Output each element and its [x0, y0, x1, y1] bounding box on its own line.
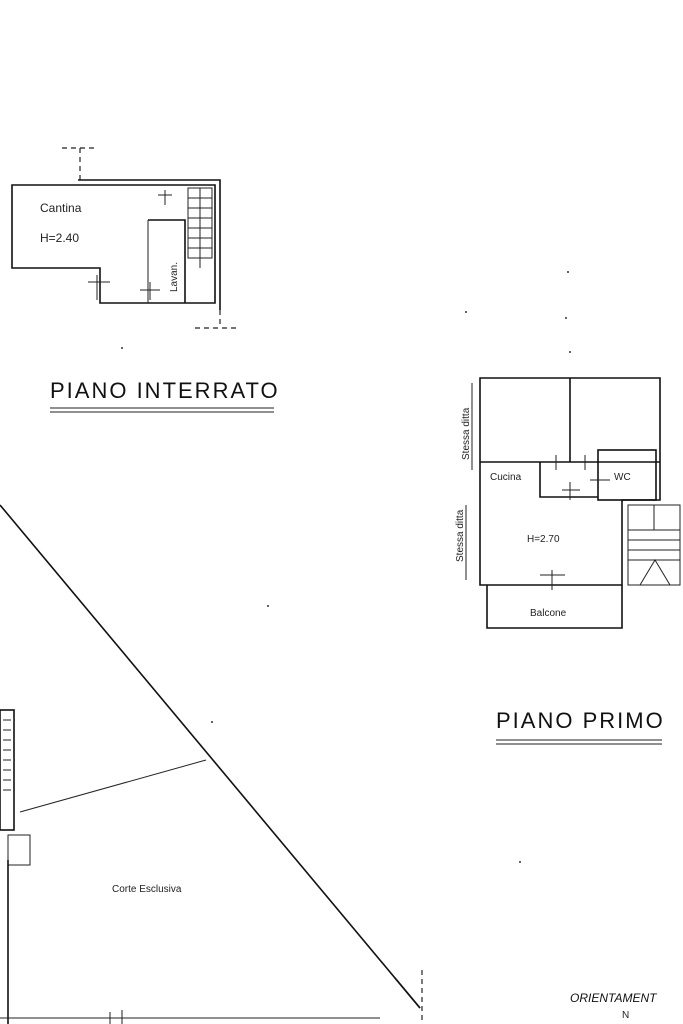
piano-primo-title: PIANO PRIMO: [496, 708, 665, 733]
cantina-label: Cantina: [40, 201, 82, 215]
cantina-height-label: H=2.40: [40, 231, 79, 245]
corte-esclusiva-label: Corte Esclusiva: [112, 884, 182, 895]
piano-interrato-plan: Cantina H=2.40 Lavan. PIANO INTERRATO: [11, 147, 280, 413]
orientation-marker: ORIENTAMENT N: [570, 991, 658, 1021]
orientation-label: ORIENTAMENT: [570, 991, 658, 1005]
wc-label: WC: [614, 472, 631, 483]
north-arrow-icon: N: [622, 1010, 629, 1021]
stessa-ditta-label-top: Stessa ditta: [461, 407, 472, 460]
lavanderia-label: Lavan.: [169, 262, 180, 292]
piano-interrato-title: PIANO INTERRATO: [50, 378, 280, 403]
balcone-label: Balcone: [530, 608, 567, 619]
piano-primo-plan: Stessa ditta Stessa ditta Cucina WC H=2.…: [455, 377, 681, 745]
cucina-label: Cucina: [490, 472, 522, 483]
ground-floor-plan: Corte Esclusiva: [0, 504, 423, 1024]
stessa-ditta-label-bottom: Stessa ditta: [455, 509, 466, 562]
primo-height-label: H=2.70: [527, 534, 560, 545]
